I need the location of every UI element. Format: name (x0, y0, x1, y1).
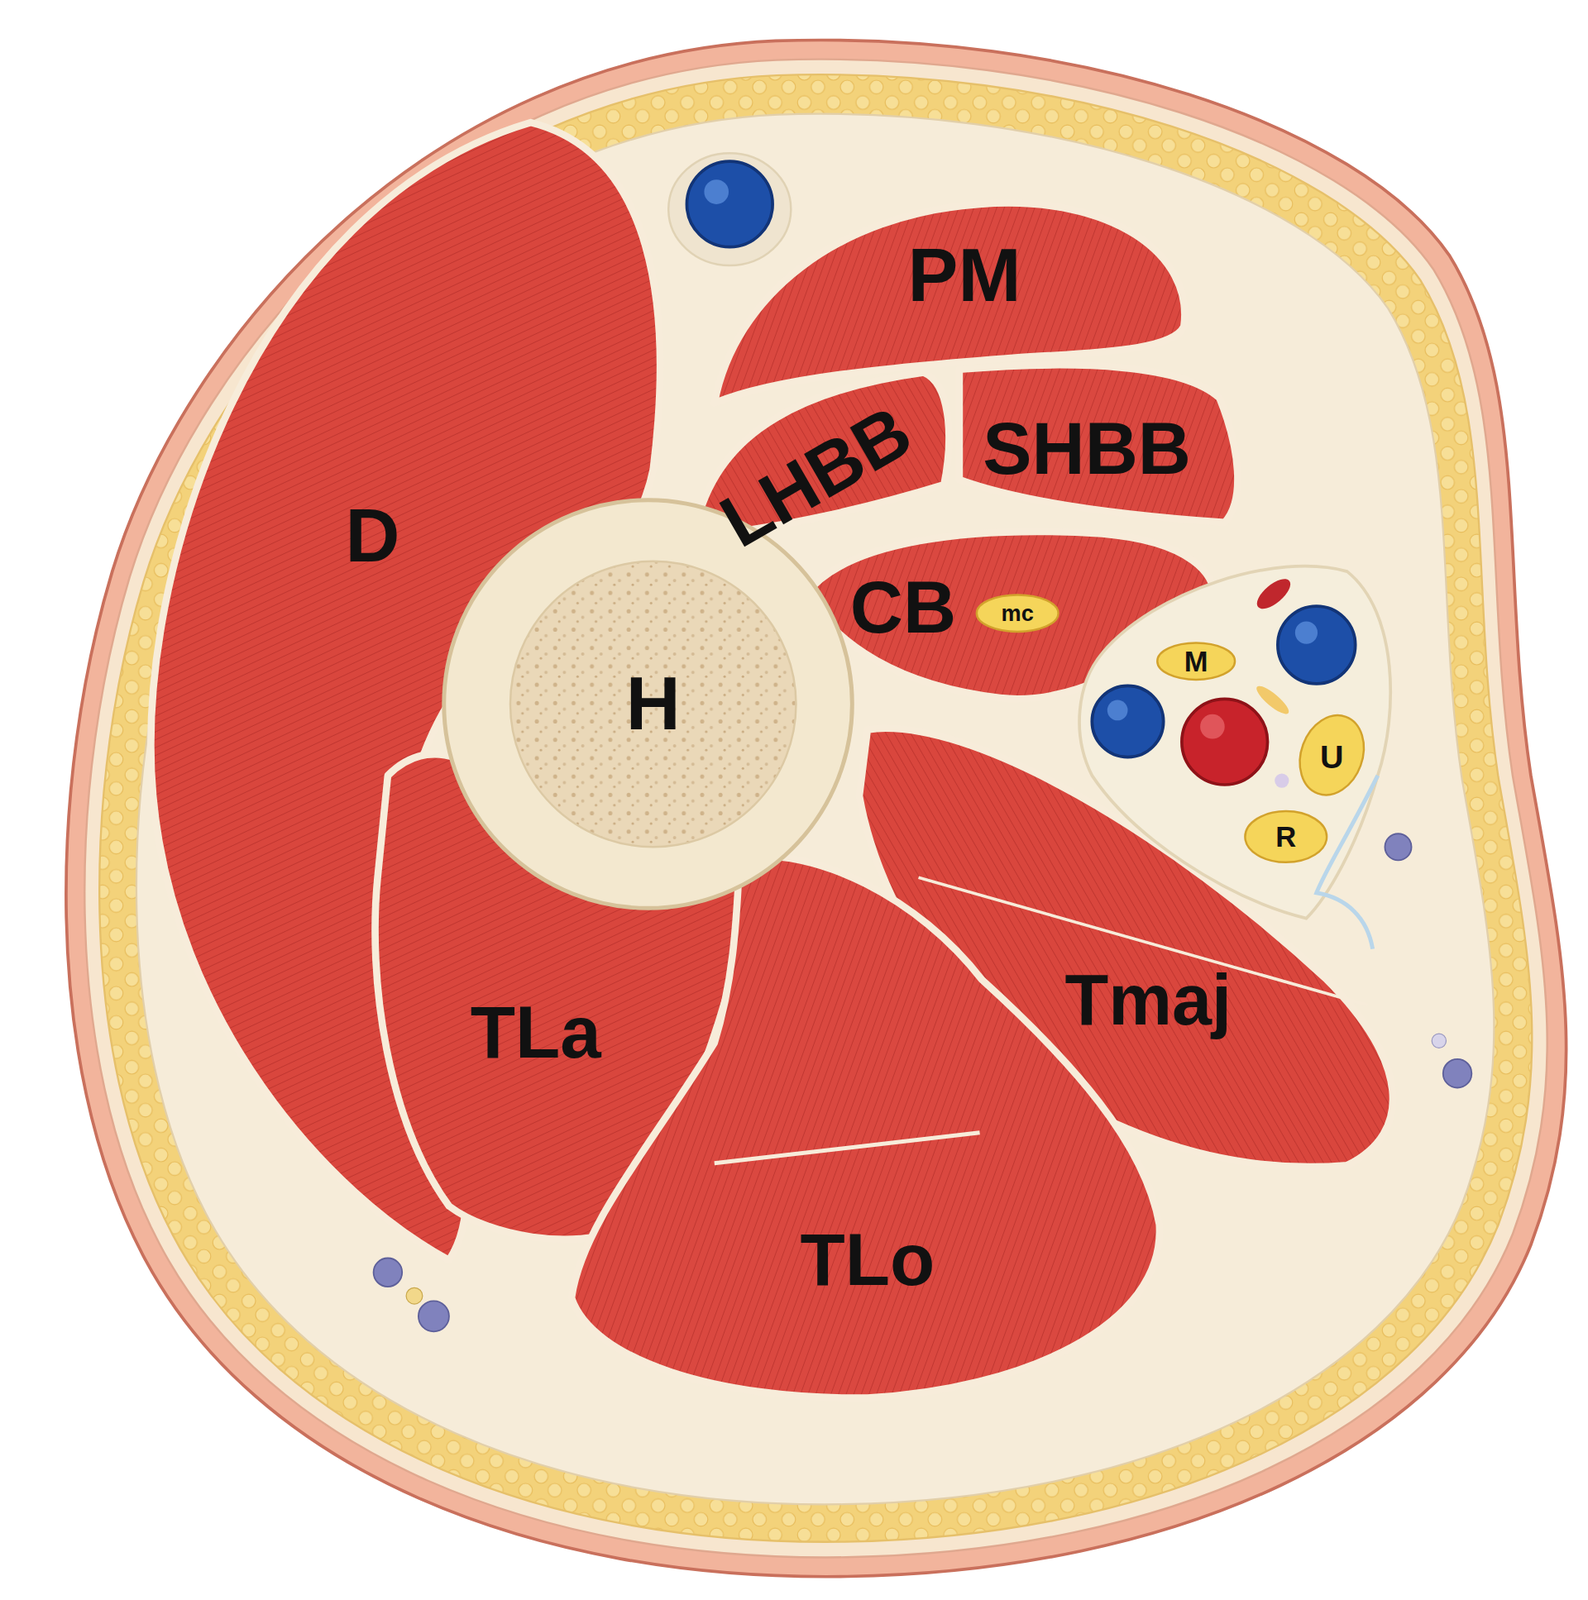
vessel-highlight (703, 179, 729, 205)
small-artery (1252, 573, 1296, 615)
bone-label: H (626, 666, 681, 742)
neurovascular-sheath (1079, 566, 1391, 919)
vein-sheath (668, 153, 791, 266)
cutaneous-nerve (1431, 1033, 1446, 1048)
nerve-label: R (1275, 822, 1297, 852)
humerus-marrow (510, 561, 797, 848)
muscle-septum (714, 1133, 981, 1164)
muscle-label: Tmaj (1064, 964, 1232, 1036)
cutaneous-nerve (406, 1287, 423, 1305)
biceps-short-head-muscle (959, 364, 1239, 523)
brachial-vein (1091, 685, 1163, 757)
deep-fascia (136, 114, 1494, 1506)
triceps-long-head-muscle (571, 856, 1160, 1399)
muscle-label: PM (908, 238, 1022, 314)
muscle-label: LHBB (709, 394, 924, 560)
vessel-highlight (1200, 714, 1225, 740)
muscle-label: SHBB (982, 412, 1191, 487)
muscle-label: D (344, 497, 400, 574)
nerve-label: M (1184, 646, 1209, 676)
superficial-vein (373, 1258, 403, 1288)
vessel-highlight (1107, 700, 1129, 722)
humerus-cortex (444, 500, 853, 909)
median-nerve (1157, 642, 1235, 680)
radial-nerve (1244, 811, 1327, 863)
skin (66, 40, 1567, 1578)
muscle-label: TLo (799, 1223, 935, 1297)
musculocutaneous-nerve (976, 594, 1059, 632)
basilic-vein (1277, 606, 1356, 684)
nerve-label: mc (1001, 602, 1034, 625)
brachial-artery (1181, 698, 1268, 785)
nerve-branch (1253, 682, 1292, 718)
vessel-highlight (1295, 621, 1318, 645)
cephalic-vein (686, 161, 773, 248)
fascial-septum (1316, 775, 1378, 950)
superficial-vein (418, 1301, 450, 1332)
superficial-vein (1443, 1059, 1473, 1089)
small-vessel (1274, 773, 1289, 788)
ulnar-nerve (1289, 706, 1375, 804)
muscle-label: CB (850, 571, 957, 646)
dermis (84, 59, 1547, 1559)
nerve-label: U (1320, 741, 1345, 774)
subcutaneous-fat (99, 74, 1532, 1543)
superficial-vein (1384, 833, 1412, 861)
muscle-label: TLa (470, 995, 602, 1070)
